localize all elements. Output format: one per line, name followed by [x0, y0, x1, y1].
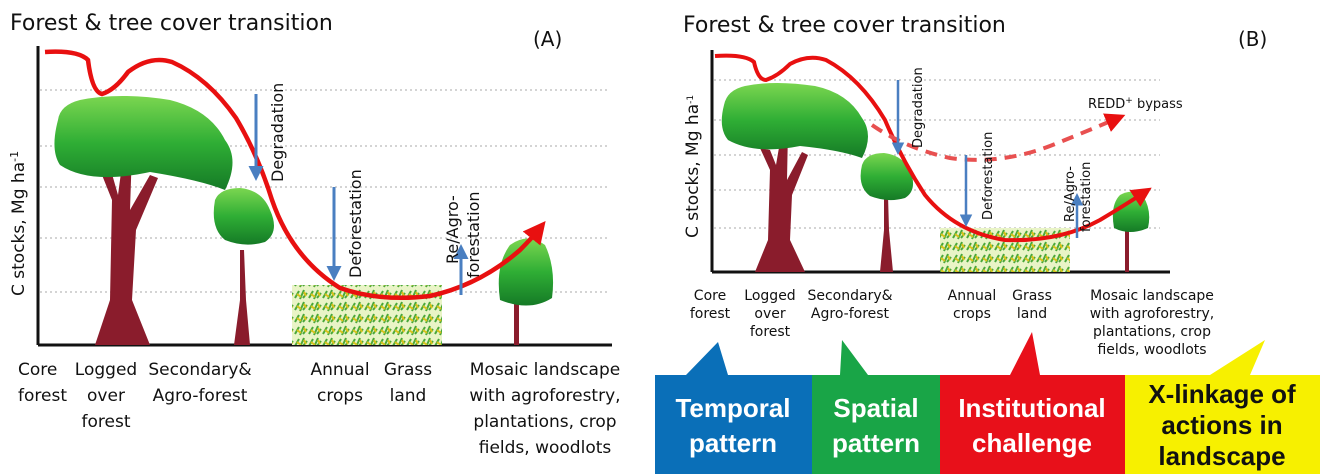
panel-a-cat-annual: Annual — [310, 360, 369, 380]
banner-x-linkage-line-2: actions in — [1161, 410, 1282, 440]
panel-a-label: (A) — [533, 27, 562, 51]
panel-b-cat-core: Core — [694, 288, 726, 304]
panel-a-secondary-tree — [213, 188, 274, 345]
panel-b-reagro-label: Re/Agro- — [1063, 166, 1078, 222]
banner-spatial-bg — [812, 340, 940, 474]
panel-b-deforestation-label: Deforestation — [981, 132, 996, 220]
panel-a-reagro-label: Re/Agro- — [443, 195, 462, 264]
panel-a-cat-core: forest — [18, 386, 67, 406]
panel-a-cat-secondary: Agro-forest — [153, 386, 248, 406]
panel-b-cat-secondary: Agro-forest — [811, 306, 890, 322]
panel-b-redd-bypass-label: REDD+ bypass — [1088, 96, 1183, 112]
panel-b-category-labels: Core forest Logged over forest Secondary… — [690, 288, 1214, 358]
banner-temporal-line-2: pattern — [689, 428, 777, 458]
panel-a-core-forest-tree — [54, 96, 233, 345]
panel-b-cat-grass: Grass — [1012, 288, 1052, 304]
panel-b-cat-logged: over — [754, 306, 785, 322]
panel-b: Forest & tree cover transition (B) C sto… — [655, 13, 1320, 474]
panel-b-label: (B) — [1238, 27, 1267, 51]
panel-a-transition-curve — [44, 49, 546, 301]
panel-b-cat-mosaic: fields, woodlots — [1097, 342, 1206, 358]
panel-a-cat-grass: land — [390, 386, 427, 406]
panel-b-cat-mosaic: Mosaic landscape — [1090, 288, 1214, 304]
panel-b-core-forest-tree — [721, 83, 868, 272]
panel-b-degradation-label: Degradation — [911, 67, 926, 148]
panel-a-cat-mosaic: with agroforestry, — [469, 386, 620, 406]
banner-spatial-line-2: pattern — [832, 428, 920, 458]
panel-b-cat-mosaic: with agroforestry, — [1090, 306, 1214, 322]
banner-institutional-challenge: Institutional challenge — [940, 332, 1125, 474]
panel-a-title: Forest & tree cover transition — [10, 11, 333, 36]
panel-b-mosaic-tree — [1112, 191, 1150, 272]
panel-b-cat-core: forest — [690, 306, 731, 322]
panel-b-redd-bypass-curve — [870, 113, 1126, 162]
panel-a-cat-secondary: Secondary& — [148, 360, 251, 380]
panel-a: Forest & tree cover transition (A) C sto… — [8, 11, 621, 458]
panel-a-forestation-label: forestation — [464, 191, 483, 278]
panel-a-mosaic-tree — [498, 238, 554, 345]
banner-temporal-pattern: Temporal pattern — [655, 342, 812, 474]
panel-b-y-label: C stocks, Mg ha-1 — [683, 95, 703, 238]
panel-a-category-labels: Core forest Logged over forest Secondary… — [18, 360, 621, 458]
panel-a-cat-logged: forest — [82, 412, 131, 432]
banner-institutional-line-1: Institutional — [958, 393, 1105, 423]
panel-a-cat-grass: Grass — [384, 360, 432, 380]
panel-a-cat-logged: Logged — [75, 360, 137, 380]
panel-a-cat-annual: crops — [317, 386, 363, 406]
banner-x-linkage-line-3: landscape — [1158, 441, 1285, 471]
panel-b-transition-curve — [714, 53, 1152, 243]
panel-b-cat-annual: crops — [953, 306, 991, 322]
banner-temporal-line-1: Temporal — [675, 393, 790, 423]
panel-b-title: Forest & tree cover transition — [683, 13, 1006, 38]
panel-b-forestation-label: forestation — [1079, 162, 1094, 232]
panel-a-cat-mosaic: plantations, crop — [473, 412, 616, 432]
banner-temporal-bg — [655, 342, 812, 474]
panel-b-secondary-tree — [860, 153, 914, 272]
banner-x-linkage: X-linkage of actions in landscape — [1125, 340, 1320, 474]
panel-b-crops — [940, 228, 1070, 272]
panel-b-cat-mosaic: plantations, crop — [1093, 324, 1211, 340]
panel-b-cat-logged: forest — [750, 324, 791, 340]
panel-a-deforestation-label: Deforestation — [346, 169, 365, 278]
panel-a-cat-mosaic: fields, woodlots — [479, 438, 612, 458]
panel-a-cat-mosaic: Mosaic landscape — [470, 360, 620, 380]
panel-a-degradation-label: Degradation — [268, 83, 287, 182]
banner-spatial-pattern: Spatial pattern — [812, 340, 940, 474]
panel-b-cat-annual: Annual — [948, 288, 997, 304]
banner-x-linkage-bg — [1125, 340, 1320, 474]
banner-x-linkage-line-1: X-linkage of — [1148, 379, 1296, 409]
banner-institutional-bg — [940, 332, 1125, 474]
panel-b-cat-logged: Logged — [744, 288, 795, 304]
banner-institutional-line-2: challenge — [972, 428, 1092, 458]
panel-b-cat-secondary: Secondary& — [807, 288, 892, 304]
banner-spatial-line-1: Spatial — [833, 393, 918, 423]
panel-b-cat-grass: land — [1017, 306, 1047, 322]
panel-a-cat-core: Core — [18, 360, 57, 380]
panel-a-cat-logged: over — [87, 386, 125, 406]
panel-b-callout-banners: Temporal pattern Spatial pattern Institu… — [655, 332, 1320, 474]
panel-a-y-label: C stocks, Mg ha-1 — [8, 151, 29, 296]
